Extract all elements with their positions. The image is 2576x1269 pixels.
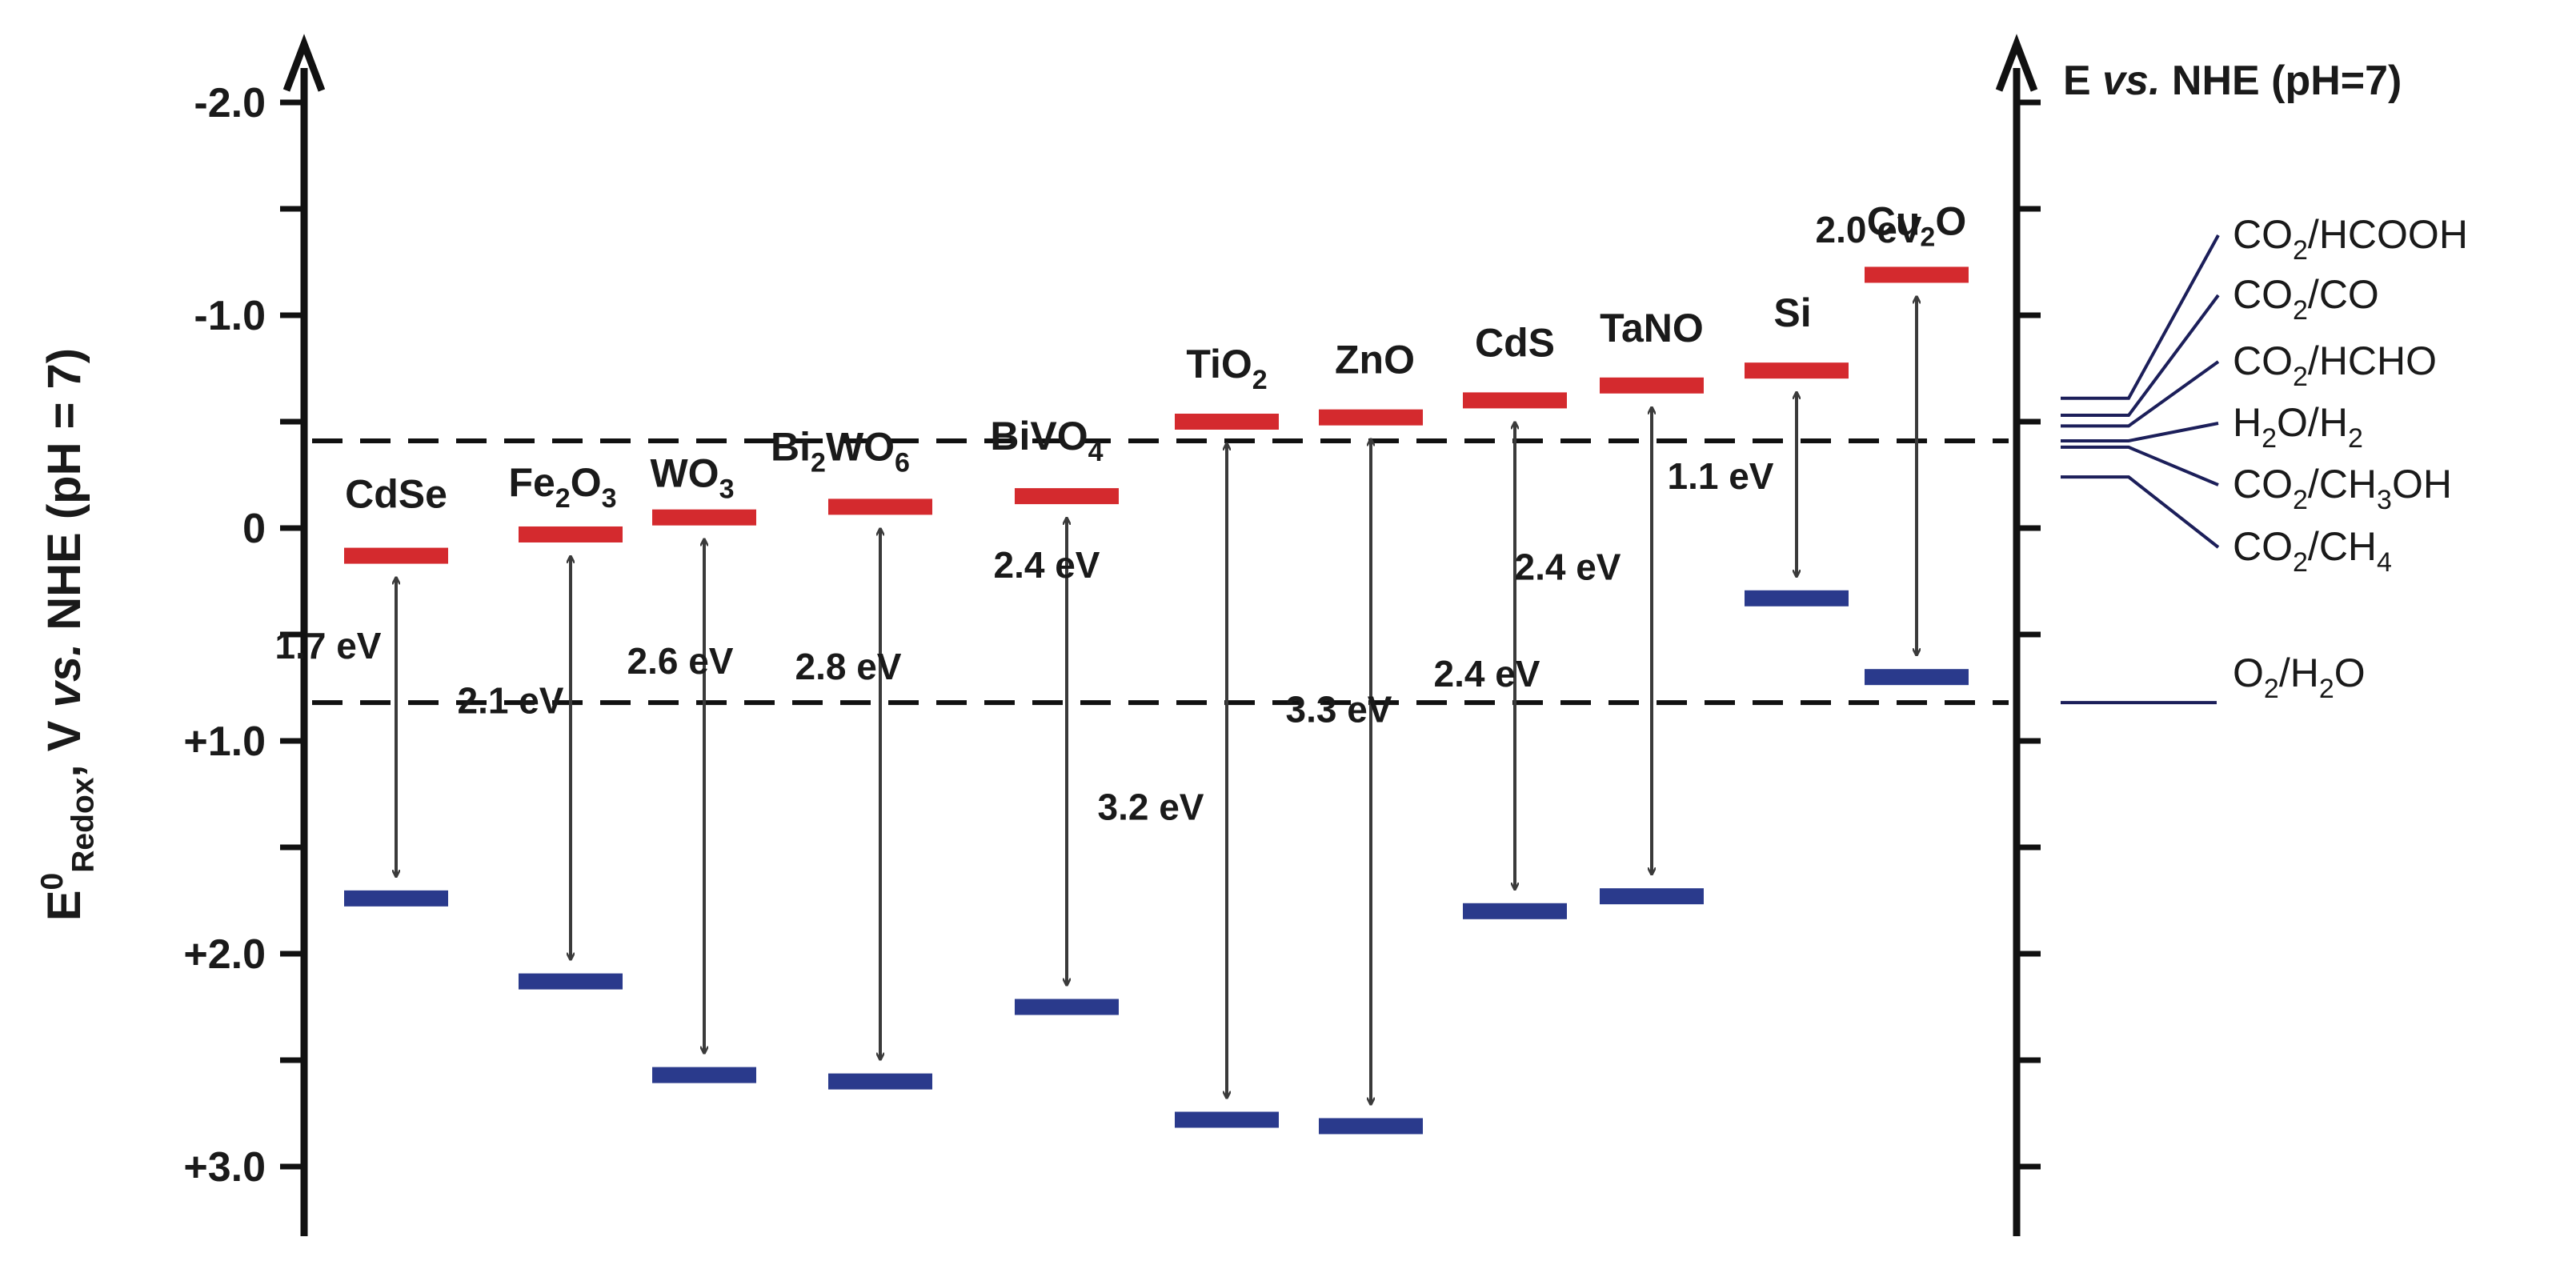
redox-leader-line (2061, 294, 2220, 418)
material-label: CdSe (345, 472, 447, 517)
conduction-band-bar (1463, 392, 1567, 409)
right-axis-title: E vs. NHE (pH=7) (2063, 58, 2402, 104)
valence-band-bar (1463, 903, 1567, 919)
material-cdse: CdSe 1.7 eV (275, 472, 448, 907)
left-axis-arrowhead (282, 34, 326, 92)
material-label: Fe2O3 (508, 460, 616, 514)
material-label: BiVO4 (990, 414, 1103, 467)
redox-leader-line (2061, 422, 2219, 442)
band-gap-label: 2.0 eV (1816, 209, 1922, 250)
y-tick-label: -2.0 (194, 80, 266, 126)
material-tano: TaNO 2.4 eV (1515, 306, 1704, 905)
valence-band-bar (1865, 669, 1969, 686)
conduction-band-bar (1865, 266, 1969, 283)
band-gap-label: 1.1 eV (1668, 455, 1774, 497)
axes-layer: -2.0 -1.0 0 +1.0 +2.0 +3.0 (183, 34, 2041, 1236)
y-tick-label: +1.0 (183, 719, 266, 765)
valence-band-bar (1319, 1118, 1423, 1135)
conduction-band-bar (1600, 377, 1704, 394)
y-tick-label: +2.0 (183, 931, 266, 978)
y-tick-label: +3.0 (183, 1144, 266, 1191)
material-label: CdS (1475, 320, 1555, 365)
material-zno: ZnO 3.3 eV (1286, 338, 1423, 1135)
valence-band-bar (519, 973, 623, 990)
band-gap-label: 2.4 eV (1434, 653, 1540, 695)
material-label: ZnO (1335, 338, 1415, 382)
redox-couple: CO2/CO (2061, 272, 2379, 418)
band-gap-label: 1.7 eV (275, 625, 382, 667)
band-gap-label: 2.8 eV (795, 646, 902, 687)
band-gap-label: 2.6 eV (627, 640, 734, 682)
redox-leader-line (2061, 475, 2220, 549)
band-gap-label: 2.1 eV (458, 679, 564, 721)
y-tick-label: 0 (242, 506, 266, 552)
valence-band-bar (1015, 999, 1119, 1015)
valence-band-bar (344, 890, 448, 907)
material-bivo4: BiVO4 2.4 eV (990, 414, 1119, 1015)
material-label: TiO2 (1186, 342, 1267, 395)
material-bi2wo6: Bi2WO6 2.8 eV (771, 424, 932, 1090)
conduction-band-bar (344, 547, 448, 564)
material-wo3: WO3 2.6 eV (627, 451, 756, 1083)
material-cds: CdS 2.4 eV (1434, 320, 1567, 919)
bands-layer: CdSe 1.7 eV Fe2O3 2.1 eV WO3 2.6 eV Bi2WO6 2.8 … (275, 198, 1969, 1135)
redox-leader-line (2061, 234, 2220, 400)
dashed-lines-layer (312, 438, 2009, 706)
material-label: TaNO (1600, 306, 1704, 350)
conduction-band-bar (1745, 362, 1849, 379)
valence-band-bar (1175, 1111, 1279, 1128)
redox-leader-line (2061, 360, 2220, 428)
redox-couple-label: CO2/CO (2233, 272, 2379, 326)
redox-couple: CO2/CH4 (2061, 475, 2392, 578)
band-gap-label: 3.2 eV (1098, 786, 1204, 827)
conduction-band-bar (652, 509, 756, 526)
conduction-band-bar (1175, 414, 1279, 430)
redox-couple: O2/H2O (2061, 651, 2366, 705)
redox-couple-label: CO2/CH3OH (2233, 462, 2452, 515)
redox-couple-label: H2O/H2 (2233, 400, 2363, 454)
band-gap-label: 2.4 eV (1515, 546, 1621, 587)
valence-band-bar (1745, 590, 1849, 606)
valence-band-bar (828, 1073, 932, 1090)
material-tio2: TiO2 3.2 eV (1098, 342, 1279, 1128)
redox-couple-label: CO2/HCHO (2233, 338, 2437, 392)
valence-band-bar (1600, 888, 1704, 905)
right-axis-arrowhead (1995, 34, 2038, 92)
material-fe2o3: Fe2O3 2.1 eV (458, 460, 623, 990)
material-si: Si 1.1 eV (1668, 290, 1849, 606)
material-label: Si (1773, 290, 1811, 335)
redox-couple-label: CO2/CH4 (2233, 524, 2392, 578)
y-axis-title: E0Redox, V vs. NHE (pH = 7) (35, 348, 100, 921)
redox-couple: CO2/HCOOH (2061, 212, 2468, 400)
redox-couple: CO2/HCHO (2061, 338, 2437, 428)
band-gap-label: 3.3 eV (1286, 689, 1392, 731)
conduction-band-bar (1015, 488, 1119, 505)
band-gap-label: 2.4 eV (994, 544, 1100, 586)
conduction-band-bar (519, 526, 623, 542)
redox-couple-label: O2/H2O (2233, 651, 2366, 704)
redox-couple: CO2/CH3OH (2061, 445, 2452, 515)
y-tick-label: -1.0 (194, 293, 266, 339)
conduction-band-bar (1319, 409, 1423, 426)
redox-couple-label: CO2/HCOOH (2233, 212, 2468, 266)
conduction-band-bar (828, 498, 932, 515)
redox-leader-line (2061, 445, 2219, 486)
material-label: Bi2WO6 (771, 424, 910, 478)
material-label: WO3 (650, 451, 734, 505)
material-label: Cu2O (1867, 198, 1966, 252)
valence-band-bar (652, 1067, 756, 1083)
redox-couple: H2O/H2 (2061, 400, 2363, 454)
